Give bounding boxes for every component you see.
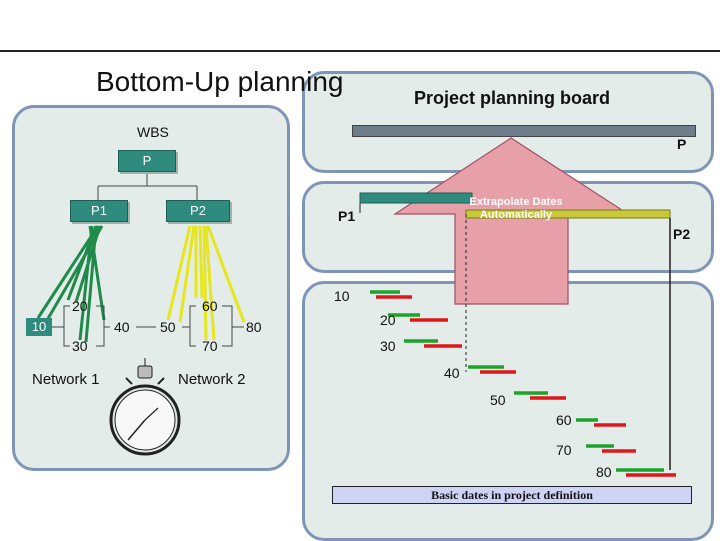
- wbs-node-p2[interactable]: P2: [166, 200, 230, 222]
- gantt-label-50: 50: [490, 392, 506, 408]
- extrapolate-arrow: [392, 137, 631, 305]
- network2-node-70[interactable]: 70: [202, 338, 218, 354]
- network2-node-60[interactable]: 60: [202, 298, 218, 314]
- gantt-label-40: 40: [444, 365, 460, 381]
- basic-dates-bar: Basic dates in project definition: [332, 486, 692, 504]
- gantt-label-80: 80: [596, 464, 612, 480]
- gantt-label-10: 10: [334, 288, 350, 304]
- network2-node-80[interactable]: 80: [246, 319, 262, 335]
- wbs-node-p[interactable]: P: [118, 150, 176, 172]
- wbs-node-p1[interactable]: P1: [70, 200, 128, 222]
- wbs-label: WBS: [137, 124, 169, 140]
- gantt-label-30: 30: [380, 338, 396, 354]
- network1-assign-arrows: [36, 225, 106, 343]
- network2-label: Network 2: [178, 371, 246, 388]
- network1-node-20[interactable]: 20: [72, 298, 88, 314]
- network2-node-50[interactable]: 50: [160, 319, 176, 335]
- board-p1-label: P1: [338, 208, 356, 224]
- top-rule: [0, 50, 720, 52]
- gantt-bars: [370, 290, 676, 477]
- network1-node-40[interactable]: 40: [114, 319, 130, 335]
- gantt-label-60: 60: [556, 412, 572, 428]
- gantt-label-70: 70: [556, 442, 572, 458]
- gantt-label-20: 20: [380, 312, 396, 328]
- network2-links: [182, 305, 244, 347]
- network1-links: [52, 305, 110, 347]
- page-title: Bottom-Up planning: [96, 66, 344, 97]
- board-p1-bar: [359, 192, 473, 204]
- network1-node-30[interactable]: 30: [72, 338, 88, 354]
- board-p2-label: P2: [673, 226, 691, 242]
- stopwatch-icon: [109, 358, 181, 456]
- network1-node-10[interactable]: 10: [26, 318, 52, 336]
- network1-label: Network 1: [32, 371, 100, 388]
- board-p-bar: [352, 125, 696, 137]
- extrapolate-text: Extrapolate Dates Automatically: [469, 196, 563, 221]
- board-p-label: P: [677, 136, 687, 152]
- network2-assign-arrows: [166, 225, 246, 341]
- board-title: Project planning board: [414, 88, 611, 108]
